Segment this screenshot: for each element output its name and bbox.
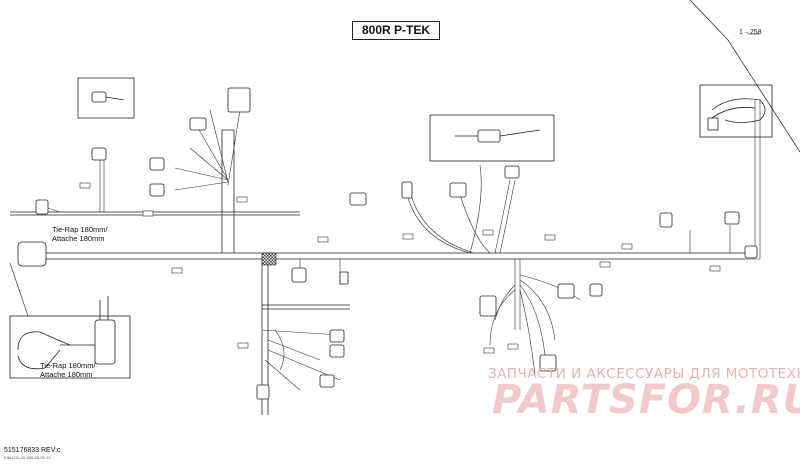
tie-rap-label-main: Tie-Rap 180mm/ Attache 180mm <box>52 225 108 243</box>
vertical-trunk <box>221 129 350 415</box>
watermark-tagline: ЗАПЧАСТИ И АКСЕССУАРЫ ДЛЯ МОТОТЕХНИКИ <box>488 366 800 382</box>
document-subcode: KIM1110-20-506-06-00-12 <box>4 455 51 460</box>
right-branches <box>406 100 761 260</box>
connector-l4 <box>319 374 335 388</box>
connector-p3 <box>149 183 165 197</box>
detail-1-drawing <box>91 91 125 103</box>
diagram-title: 800R P-TEK <box>352 21 440 40</box>
connector-l3 <box>329 344 345 358</box>
connector-r1 <box>479 295 497 317</box>
document-number: 515176833 REV:c <box>4 447 61 454</box>
connector-l2 <box>329 329 345 343</box>
connector-j1 <box>189 117 207 131</box>
connector-r4 <box>539 354 557 372</box>
connector-end <box>744 245 758 259</box>
connector-d2 <box>401 181 413 199</box>
detail-box-2 <box>429 114 555 162</box>
connector-r2 <box>557 283 575 299</box>
upper-branches <box>44 109 241 213</box>
corner-leader-line <box>689 0 800 153</box>
connector-p2 <box>149 157 165 171</box>
detail-box-3 <box>699 84 773 138</box>
connector-l1 <box>291 267 307 283</box>
connector-main-left <box>17 241 47 267</box>
main-harness <box>10 211 745 260</box>
connector-c3 <box>659 212 673 228</box>
detail-leader <box>9 262 29 317</box>
wire-tags <box>79 182 721 354</box>
connector-l5 <box>256 384 270 400</box>
connector-e1 <box>35 199 49 215</box>
connector-b1 <box>339 271 349 285</box>
connector-blocks <box>17 87 758 400</box>
detail-3-drawing <box>707 98 766 131</box>
connector-d1 <box>91 147 107 161</box>
detail-boxes <box>9 77 773 379</box>
connector-t1 <box>349 192 367 206</box>
detail-box-1 <box>77 77 135 119</box>
connector-s1 <box>449 182 467 198</box>
detail-4-drawing <box>17 296 116 370</box>
connector-c1 <box>227 87 251 113</box>
connector-c4 <box>724 211 740 225</box>
detail-2-drawing <box>455 129 541 143</box>
connector-m1 <box>504 165 520 179</box>
tie-rap-label-detail: Tie-Rap 180mm/ Attache 180mm <box>40 361 96 379</box>
lower-branches <box>261 259 581 391</box>
watermark-brand: PARTSFOR.RU <box>492 377 800 423</box>
page-reference: 1→258 <box>739 29 762 36</box>
splice-block <box>261 252 277 266</box>
connector-r3 <box>589 283 603 297</box>
detail-box-4 <box>9 315 131 379</box>
